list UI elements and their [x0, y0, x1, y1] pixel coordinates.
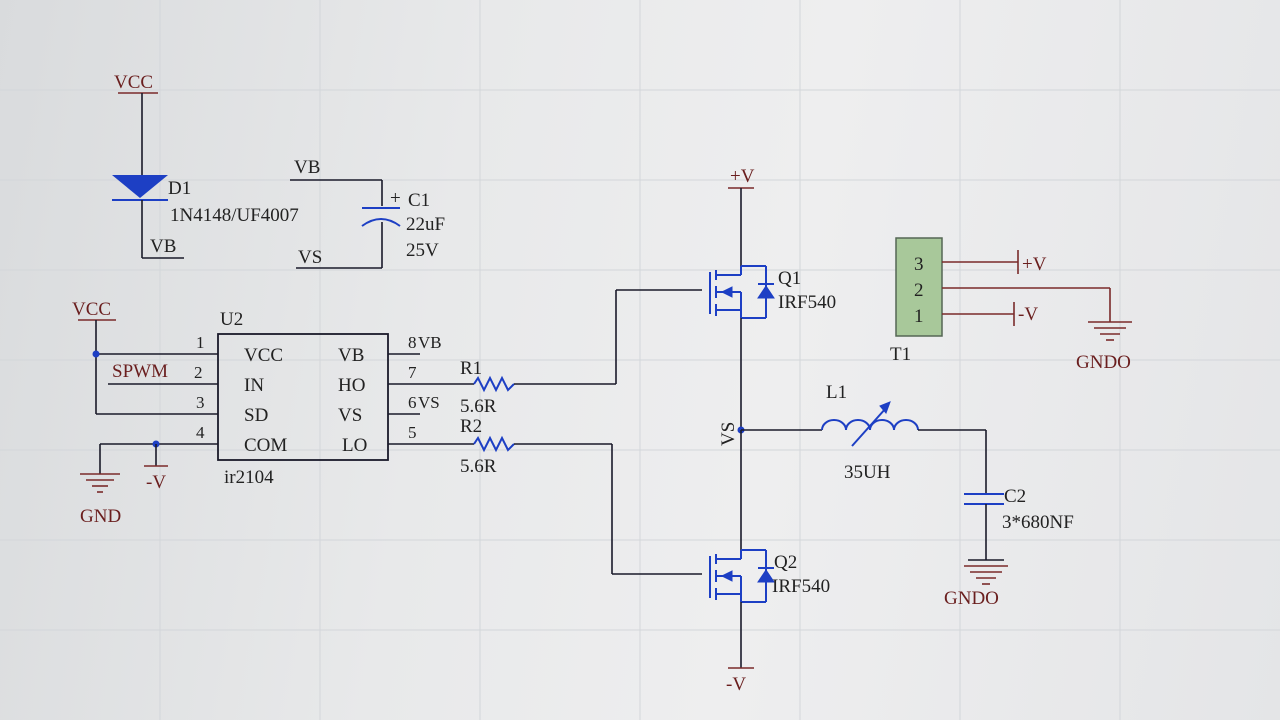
u2-pin8-net: VB [418, 333, 442, 352]
c2-value: 3*680NF [1002, 512, 1074, 533]
resistor-r2[interactable]: R2 5.6R [420, 416, 612, 477]
spwm-label: SPWM [112, 361, 168, 382]
pos-v-label-q1: +V [730, 166, 755, 187]
q1-part: IRF540 [778, 292, 836, 313]
driver-input-wiring: VCC SPWM GND -V [72, 299, 188, 527]
gnd-label: GND [80, 506, 121, 527]
l1-ref: L1 [826, 382, 847, 403]
u2-ref: U2 [220, 309, 243, 330]
d1-part: 1N4148/UF4007 [170, 205, 299, 226]
u2-part: ir2104 [224, 467, 274, 488]
c1-polarity: + [390, 188, 401, 209]
t1-pin2: 2 [914, 280, 924, 301]
u2-pin5-name: LO [342, 435, 367, 456]
r2-ref: R2 [460, 416, 482, 437]
u2-pin6-name: VS [338, 405, 362, 426]
capacitor-c2[interactable]: C2 3*680NF GNDO [944, 430, 1074, 609]
t1-pos-v-label: +V [1022, 254, 1047, 275]
u2-pin8-num: 8 [408, 333, 417, 352]
r1-value: 5.6R [460, 396, 497, 417]
inductor-l1[interactable]: L1 35UH [741, 382, 986, 483]
vcc-label-driver: VCC [72, 299, 111, 320]
u2-pin2-name: IN [244, 375, 264, 396]
r2-value: 5.6R [460, 456, 497, 477]
u2-pin7-num: 7 [408, 363, 417, 382]
q2-ref: Q2 [774, 552, 797, 573]
d1-vb-label: VB [150, 236, 176, 257]
mosfet-q2[interactable]: -V Q2 IRF540 [709, 430, 830, 695]
c1-value: 22uF [406, 214, 445, 235]
diode-d1[interactable]: VCC D1 1N4148/UF4007 VB [112, 72, 299, 259]
q2-part: IRF540 [772, 576, 830, 597]
mosfet-q1[interactable]: +V Q1 IRF540 [709, 166, 836, 430]
u2-pin6-net: VS [418, 393, 440, 412]
u2-pin1-num: 1 [196, 333, 205, 352]
gndo-label-c2: GNDO [944, 588, 999, 609]
t1-neg-v-label: -V [1018, 304, 1038, 325]
t1-pin1: 1 [914, 306, 924, 327]
vcc-label-diode: VCC [114, 72, 153, 93]
neg-v-label-driver: -V [146, 472, 166, 493]
u2-pin2-num: 2 [194, 363, 203, 382]
t1-pin3: 3 [914, 254, 924, 275]
u2-pin1-name: VCC [244, 345, 283, 366]
diode-symbol [112, 175, 168, 198]
c1-vb-label: VB [294, 157, 320, 178]
resistor-r1[interactable]: R1 5.6R [420, 358, 616, 417]
q1-ref: Q1 [778, 268, 801, 289]
u2-pin3-num: 3 [196, 393, 205, 412]
vs-node-label: VS [718, 422, 739, 446]
t1-gndo-label: GNDO [1076, 352, 1131, 373]
d1-ref: D1 [168, 178, 191, 199]
c1-vs-label: VS [298, 247, 322, 268]
u2-pin7-name: HO [338, 375, 365, 396]
u2-pin4-name: COM [244, 435, 287, 456]
u2-pin5-num: 5 [408, 423, 417, 442]
c1-voltage: 25V [406, 240, 439, 261]
c2-ref: C2 [1004, 486, 1026, 507]
neg-v-label-q2: -V [726, 674, 746, 695]
capacitor-c1[interactable]: VB VS + C1 22uF 25V [290, 157, 445, 269]
c1-ref: C1 [408, 190, 430, 211]
u2-pin6-num: 6 [408, 393, 417, 412]
t1-ref: T1 [890, 344, 911, 365]
driver-ic-u2[interactable]: U2 ir2104 1 2 3 4 VCC IN SD COM VB HO VS… [188, 309, 442, 488]
u2-pin4-num: 4 [196, 423, 205, 442]
u2-pin8-name: VB [338, 345, 364, 366]
connector-t1[interactable]: 3 2 1 T1 +V GNDO -V [890, 237, 1132, 373]
u2-pin3-name: SD [244, 405, 268, 426]
r1-ref: R1 [460, 358, 482, 379]
l1-value: 35UH [844, 462, 891, 483]
